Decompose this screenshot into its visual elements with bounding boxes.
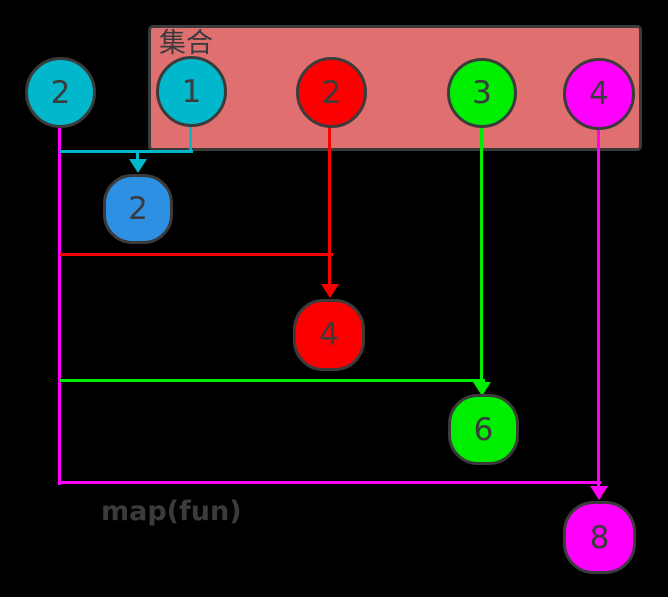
set-box: 集合	[148, 25, 642, 151]
cyan-arrowhead-icon	[129, 159, 147, 173]
red-arrowhead-icon	[321, 284, 339, 298]
set-element-value: 4	[589, 76, 609, 112]
cyan-arrow-stem	[136, 151, 139, 162]
set-element-value: 2	[321, 74, 342, 111]
red-vertical-line	[328, 126, 331, 286]
map-function-label: map(fun)	[101, 496, 242, 527]
magenta-horizontal-line	[60, 481, 601, 484]
result-value: 4	[319, 317, 339, 353]
cyan-vertical-line	[189, 126, 192, 153]
magenta-arrowhead-icon	[590, 486, 608, 500]
green-horizontal-line	[60, 379, 485, 382]
result-circle-3: 6	[448, 394, 519, 465]
set-element-circle-2: 2	[296, 57, 367, 128]
result-circle-1: 2	[103, 174, 173, 244]
red-horizontal-line	[60, 253, 333, 256]
set-element-circle-1: 1	[156, 56, 227, 127]
result-value: 8	[589, 519, 610, 556]
set-box-label: 集合	[159, 28, 213, 59]
set-element-value: 1	[181, 73, 202, 110]
result-circle-2: 4	[293, 299, 365, 371]
multiplier-value: 2	[50, 74, 71, 111]
magenta-vertical-line	[597, 129, 600, 488]
green-arrowhead-icon	[473, 382, 491, 396]
set-element-circle-4: 4	[563, 58, 635, 130]
multiplier-vertical-line	[58, 128, 61, 485]
multiplier-circle: 2	[25, 57, 96, 128]
result-value: 2	[128, 191, 148, 227]
set-element-circle-3: 3	[447, 58, 517, 128]
result-value: 6	[473, 411, 494, 448]
set-element-value: 3	[472, 75, 492, 111]
result-circle-4: 8	[563, 501, 636, 574]
green-vertical-line	[480, 127, 483, 384]
cyan-horizontal-line	[60, 150, 193, 153]
